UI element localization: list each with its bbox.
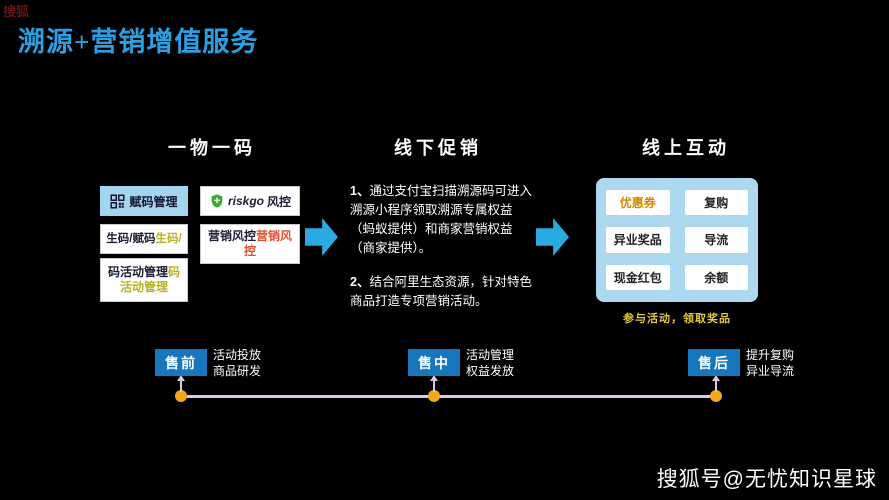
- marketing-risk-box: 营销风控营销风控: [200, 224, 300, 264]
- riskgo-label: 风控: [267, 194, 292, 209]
- column-header-offline-promotion: 线下促销: [394, 138, 482, 158]
- activity-management-text: 码活动管理码活动管理: [107, 265, 181, 294]
- arrow-right-icon: [305, 218, 338, 256]
- riskgo-brand: riskgo: [227, 194, 264, 208]
- arrow-right-icon: [536, 218, 569, 256]
- sohu-bottom-watermark: 搜狐号@无忧知识星球: [656, 468, 877, 491]
- column-header-one-item-one-code: 一物一码: [168, 138, 256, 158]
- code-management-box: 赋码管理: [100, 186, 188, 216]
- panel-item-red-packet: 现金红包: [606, 264, 670, 290]
- arrow-up-icon: [710, 375, 722, 392]
- stage-box-aftersale: 售后: [688, 349, 740, 376]
- shield-icon: [209, 193, 225, 209]
- code-management-label: 赋码管理: [129, 194, 178, 209]
- timeline-line: [181, 395, 717, 398]
- promotion-point-2: 2、结合阿里生态资源，针对特色商品打造专项营销活动。: [350, 275, 532, 308]
- page-title: 溯源+营销增值服务: [18, 27, 259, 57]
- panel-item-balance: 余额: [684, 264, 748, 290]
- qr-code-icon: [110, 194, 125, 209]
- column-header-online-interaction: 线上互动: [642, 138, 730, 158]
- stage-desc-aftersale: 提升复购 异业导流: [746, 348, 795, 378]
- sohu-top-watermark: 搜狐: [3, 4, 30, 19]
- stage-box-midsale: 售中: [408, 349, 460, 376]
- timeline-dot-midsale: [428, 390, 440, 402]
- stage-box-presale: 售前: [155, 349, 207, 376]
- stage-desc-presale: 活动投放 商品研发: [213, 348, 262, 378]
- offline-promotion-text: 1、通过支付宝扫描溯源码可进入溯源小程序领取溯源专属权益（蚂蚁提供）和商家营销权…: [350, 182, 536, 326]
- online-interaction-panel: 优惠券 复购 异业奖品 导流 现金红包 余额: [596, 178, 758, 302]
- panel-caption: 参与活动，领取奖品: [623, 313, 731, 325]
- panel-item-repurchase: 复购: [684, 190, 748, 216]
- arrow-up-icon: [428, 375, 440, 392]
- panel-item-coupon: 优惠券: [606, 190, 670, 216]
- activity-management-box: 码活动管理码活动管理: [100, 258, 188, 302]
- stage-desc-midsale: 活动管理 权益发放: [466, 348, 515, 378]
- generate-code-text: 生码/赋码生码/: [106, 232, 182, 245]
- marketing-risk-text: 营销风控营销风控: [207, 229, 293, 258]
- timeline-dot-presale: [175, 390, 187, 402]
- panel-item-cross-prize: 异业奖品: [606, 227, 670, 253]
- promotion-point-1: 1、通过支付宝扫描溯源码可进入溯源小程序领取溯源专属权益（蚂蚁提供）和商家营销权…: [350, 184, 532, 255]
- timeline-dot-aftersale: [710, 390, 722, 402]
- arrow-up-icon: [175, 375, 187, 392]
- panel-item-traffic: 导流: [684, 227, 748, 253]
- generate-code-box: 生码/赋码生码/: [100, 224, 188, 254]
